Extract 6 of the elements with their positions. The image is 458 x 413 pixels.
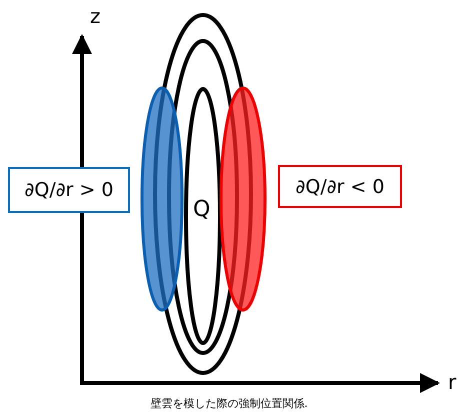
axis-label: r [448, 372, 456, 392]
condition-box: ∂Q/∂r > 0 [8, 167, 130, 213]
condition-box: ∂Q/∂r < 0 [278, 165, 402, 208]
center-label: Q [193, 199, 210, 221]
caption: 壁雲を模した際の強制位置関係. [149, 396, 309, 411]
axis-label: z [90, 6, 100, 26]
